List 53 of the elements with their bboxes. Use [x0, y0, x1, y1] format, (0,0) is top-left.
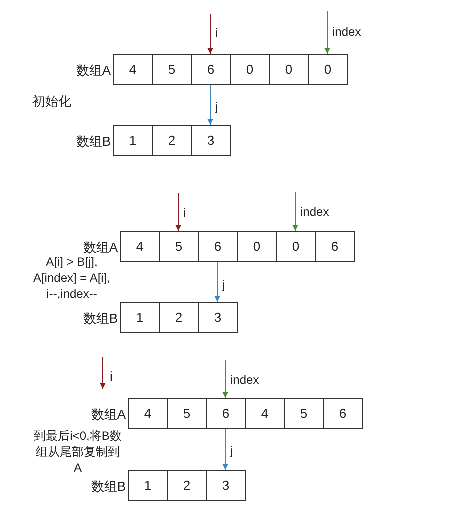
pointer-label: i	[214, 26, 220, 40]
row-label: 数组B	[82, 311, 118, 327]
row-label: 数组B	[75, 134, 111, 150]
pointer-arrow	[208, 84, 214, 126]
step-note: 到最后i<0,将B数组从尾部复制到A	[34, 428, 122, 476]
step-note: A[i] > B[j], A[index] = A[i], i--,index--	[32, 254, 112, 302]
array-cell: 6	[191, 54, 231, 85]
pointer-label: index	[332, 25, 362, 39]
array-cell: 2	[152, 125, 192, 156]
pointer-label: i	[182, 206, 188, 220]
step-note: 初始化	[32, 94, 72, 110]
array-cell: 4	[120, 231, 160, 262]
pointer-arrow	[292, 192, 298, 232]
array-cell: 4	[128, 398, 168, 429]
array-cell: 1	[120, 302, 160, 333]
array-cell: 5	[159, 231, 199, 262]
array-cell: 0	[237, 231, 277, 262]
pointer-arrow	[324, 10, 330, 54]
array-cell: 6	[315, 231, 355, 262]
array-cell: 5	[167, 398, 207, 429]
pointer-label: j	[230, 444, 234, 458]
array-cell: 3	[206, 470, 246, 501]
array-cell: 4	[245, 398, 285, 429]
array-cell: 2	[159, 302, 199, 333]
pointer-arrow	[208, 14, 214, 54]
row-label: 数组A	[75, 63, 111, 79]
array-cell: 4	[113, 54, 153, 85]
pointer-arrow	[222, 428, 228, 470]
row-label: 数组B	[90, 479, 126, 495]
pointer-label: j	[214, 100, 220, 114]
row-label: 数组A	[82, 240, 118, 256]
array-cell: 0	[276, 231, 316, 262]
array-cell: 6	[198, 231, 238, 262]
array-cell: 0	[269, 54, 309, 85]
array-cell: 0	[230, 54, 270, 85]
pointer-arrow	[214, 262, 220, 302]
array-cell: 1	[128, 470, 168, 501]
array-cell: 2	[167, 470, 207, 501]
pointer-label: i	[110, 369, 114, 385]
pointer-arrow	[222, 360, 228, 398]
array-cell: 5	[152, 54, 192, 85]
array-cell: 1	[113, 125, 153, 156]
array-cell: 5	[284, 398, 324, 429]
pointer-label: j	[222, 278, 226, 292]
pointer-arrow	[176, 192, 182, 232]
array-cell: 0	[308, 54, 348, 85]
pointer-label: index	[300, 205, 330, 219]
array-cell: 3	[198, 302, 238, 333]
row-label: 数组A	[90, 407, 126, 423]
array-cell: 6	[206, 398, 246, 429]
array-cell: 6	[323, 398, 363, 429]
array-cell: 3	[191, 125, 231, 156]
pointer-label: index	[230, 373, 260, 387]
